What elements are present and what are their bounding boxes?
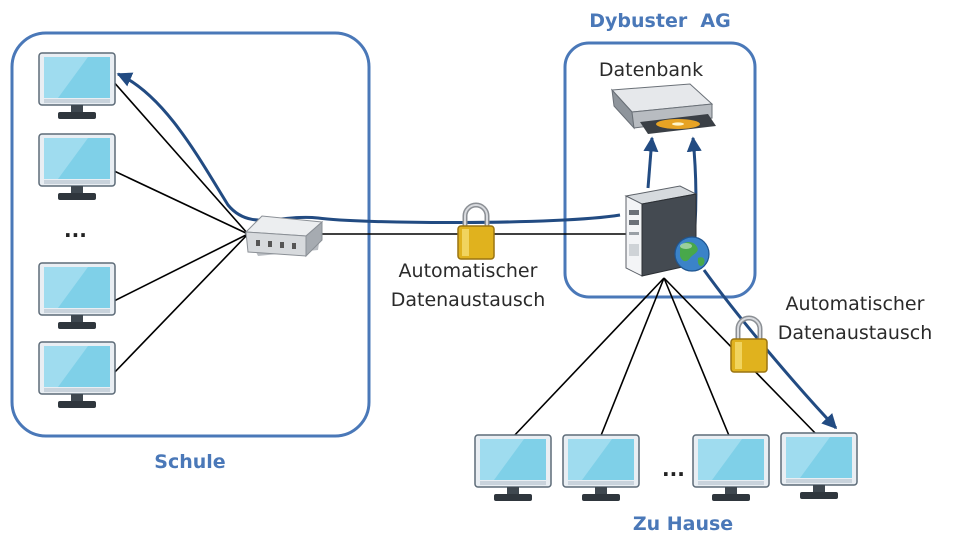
monitor-icon <box>38 341 116 409</box>
globe-icon <box>674 236 710 272</box>
flow-arrow-home <box>702 269 838 430</box>
exchange-label-right-line1: Automatischer <box>786 293 925 315</box>
school-links <box>111 79 249 376</box>
school-ellipsis: ... <box>64 218 87 242</box>
home-ellipsis: ... <box>662 457 685 481</box>
exchange-label-left-line1: Automatischer <box>399 260 538 282</box>
company-box <box>563 41 757 299</box>
monitor-icon <box>38 133 116 201</box>
school-title: Schule <box>154 451 225 473</box>
monitor-icon <box>692 434 770 502</box>
exchange-label-right-line2: Datenaustausch <box>778 322 933 344</box>
company-title: Dybuster AG <box>589 10 730 32</box>
network-switch-icon <box>244 215 324 258</box>
monitor-icon <box>38 262 116 330</box>
flow-arrow-db-left <box>643 136 659 189</box>
exchange-label-left-line2: Datenaustausch <box>391 289 546 311</box>
database-label: Datenbank <box>599 59 703 81</box>
padlock-icon <box>458 205 494 259</box>
monitor-icon <box>562 434 640 502</box>
home-title: Zu Hause <box>633 513 733 535</box>
disk-drive-icon <box>610 83 716 134</box>
monitor-icon <box>780 432 858 500</box>
monitor-icon <box>474 434 552 502</box>
monitor-icon <box>38 52 116 120</box>
